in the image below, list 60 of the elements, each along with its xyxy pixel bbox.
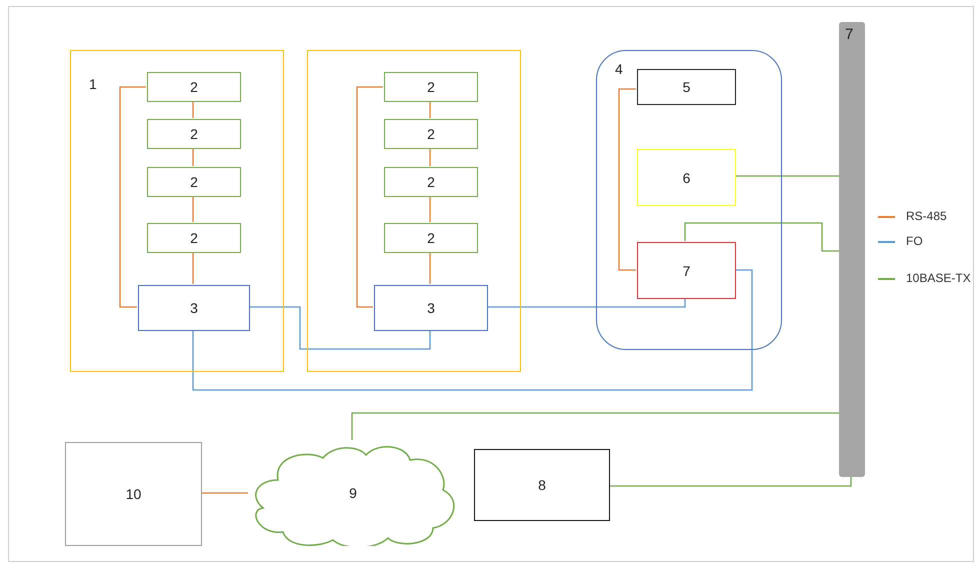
device-box xyxy=(147,167,241,197)
node-number: 2 xyxy=(190,174,198,190)
legend-label: FO xyxy=(906,234,923,248)
cable-line xyxy=(429,196,431,222)
device-box xyxy=(384,72,478,102)
cable-line xyxy=(684,222,839,252)
device-box xyxy=(637,242,736,299)
device-box xyxy=(138,285,250,331)
device-box xyxy=(384,223,478,253)
node-number: 6 xyxy=(682,170,690,186)
node-number: 2 xyxy=(190,126,198,142)
device-box xyxy=(147,223,241,253)
group-frame xyxy=(307,50,521,372)
cable-line xyxy=(192,101,194,118)
node-number: 2 xyxy=(427,230,435,246)
device-box xyxy=(147,119,241,149)
device-box xyxy=(147,72,241,102)
node-number: 2 xyxy=(190,79,198,95)
node-number: 7 xyxy=(682,262,690,278)
node-number: 2 xyxy=(427,174,435,190)
cable-line xyxy=(202,492,248,494)
cable-line xyxy=(192,252,194,284)
device-box xyxy=(374,285,488,331)
device-box xyxy=(474,449,610,521)
node-number: 5 xyxy=(682,79,690,95)
node-number: 2 xyxy=(427,79,435,95)
device-box xyxy=(637,149,736,206)
cable-line xyxy=(735,175,839,177)
cable-line xyxy=(429,148,431,166)
cable-line xyxy=(356,86,383,308)
device-box xyxy=(384,119,478,149)
cable-line xyxy=(610,477,852,487)
cable-line xyxy=(487,298,686,308)
device-box xyxy=(65,442,202,546)
node-number: 2 xyxy=(190,230,198,246)
node-number: 3 xyxy=(190,300,198,316)
group-frame xyxy=(70,50,284,372)
cable-line xyxy=(192,196,194,222)
bus-bar xyxy=(839,22,865,477)
cable-line xyxy=(249,306,431,350)
cable-line xyxy=(429,252,431,284)
legend-label: RS-485 xyxy=(906,209,947,223)
device-box xyxy=(384,167,478,197)
node-number: 10 xyxy=(126,486,142,502)
node-number: 1 xyxy=(89,76,97,92)
device-box xyxy=(637,69,736,105)
cable-line xyxy=(429,101,431,118)
cable-line xyxy=(192,148,194,166)
node-number: 9 xyxy=(349,485,357,501)
node-number: 4 xyxy=(615,61,623,77)
rounded-group-frame xyxy=(596,50,782,350)
cable-line xyxy=(192,269,753,391)
legend-label: 10BASE-TX xyxy=(906,271,971,285)
node-number: 3 xyxy=(427,300,435,316)
cable-line xyxy=(351,412,839,440)
node-number: 2 xyxy=(427,126,435,142)
node-number: 7 xyxy=(845,26,854,43)
node-number: 8 xyxy=(538,477,546,493)
cable-line xyxy=(618,88,636,271)
cable-line xyxy=(119,86,146,308)
